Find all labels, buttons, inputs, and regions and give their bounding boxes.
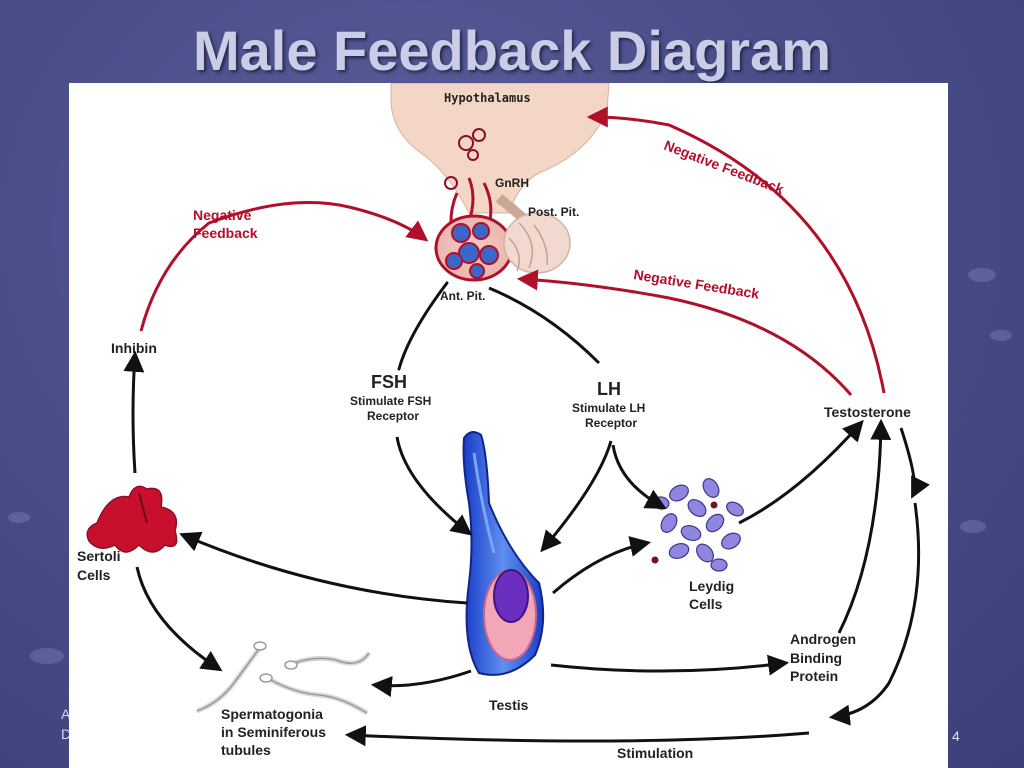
spermatogonia-label-line1: Spermatogonia (221, 706, 323, 722)
feedback-diagram: Hypothalamus GnRH Post. Pit. Ant. Pit. N… (69, 83, 948, 768)
gnrh-label: GnRH (495, 176, 529, 190)
negative-feedback-hypothalamus-label: Negative Feedback (662, 137, 786, 197)
androgen-binding-protein-label-line1: Androgen (790, 631, 856, 647)
sertoli-cells-label-line2: Cells (77, 567, 111, 583)
slide-title: Male Feedback Diagram (192, 19, 832, 82)
anterior-pituitary-label: Ant. Pit. (440, 289, 485, 303)
negative-feedback-inhibin-label-line2: Feedback (193, 225, 258, 241)
background-bubble (8, 512, 30, 523)
background-bubble (968, 268, 996, 282)
negative-feedback-pituitary-label: Negative Feedback (633, 266, 761, 302)
fsh-subtext-line1: Stimulate FSH (350, 394, 431, 408)
fsh-label: FSH (371, 372, 407, 392)
leydig-cells-label-line1: Leydig (689, 578, 734, 594)
footer-text-fragment: D (61, 726, 72, 742)
spermatogonia-label-line2: in Seminiferous (221, 724, 326, 740)
sertoli-cells-label-line1: Sertoli (77, 548, 121, 564)
background-bubble (30, 648, 64, 664)
posterior-pituitary-label: Post. Pit. (528, 205, 579, 219)
testosterone-label: Testosterone (824, 404, 911, 420)
signal-arrows (123, 281, 930, 747)
diagram-canvas: Hypothalamus GnRH Post. Pit. Ant. Pit. N… (77, 83, 930, 761)
feedback-arrows (139, 106, 886, 396)
stimulation-label: Stimulation (617, 745, 693, 761)
footer-text-fragment: A (61, 706, 71, 722)
androgen-binding-protein-label-line2: Binding (790, 650, 842, 666)
leydig-cells-label-line2: Cells (689, 596, 723, 612)
hypothalamus-pituitary-illustration (390, 83, 610, 282)
inhibin-label: Inhibin (111, 340, 157, 356)
slide-number: 4 (952, 728, 960, 744)
fsh-subtext-line2: Receptor (367, 409, 419, 423)
sertoli-cells-illustration (86, 485, 178, 553)
hypothalamus-label: Hypothalamus (444, 91, 531, 105)
androgen-binding-protein-label-line3: Protein (790, 668, 838, 684)
lh-label: LH (597, 379, 621, 399)
background-bubble (960, 520, 986, 533)
testis-label: Testis (489, 697, 529, 713)
leydig-cells-illustration (651, 478, 744, 572)
spermatozoa-illustration (196, 641, 372, 716)
negative-feedback-inhibin-label-line1: Negative (193, 207, 252, 223)
lh-subtext-line1: Stimulate LH (572, 401, 645, 415)
spermatogonia-label-line3: tubules (221, 742, 271, 758)
lh-subtext-line2: Receptor (585, 416, 637, 430)
testis-illustration (462, 431, 545, 676)
background-bubble (990, 330, 1012, 341)
